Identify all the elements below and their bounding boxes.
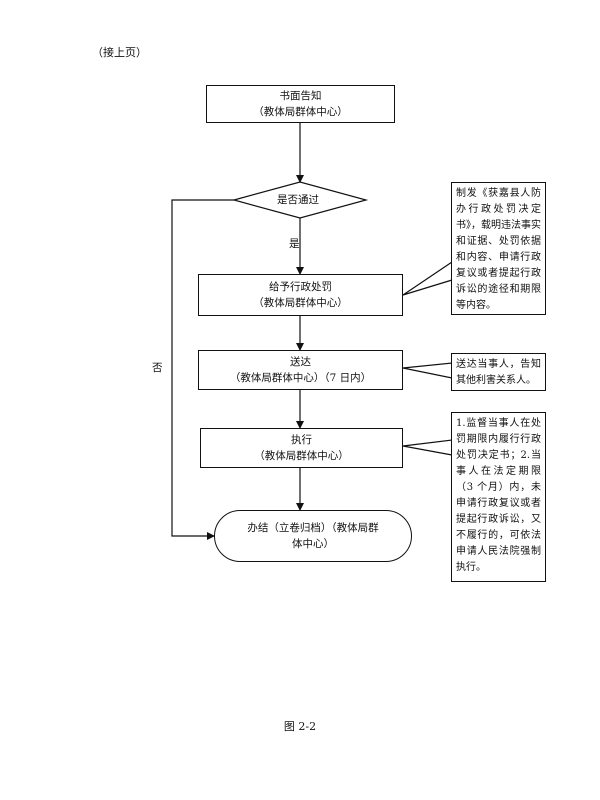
node-delivery: 送达 （教体局群体中心）（7 日内） — [198, 350, 403, 390]
node-execute-title: 执行 — [291, 433, 312, 446]
figure-caption: 图 2-2 — [283, 720, 317, 733]
decision-diamond — [231, 181, 369, 219]
node-delivery-title: 送达 — [290, 355, 311, 368]
note-penalty-decision: 制发《获嘉县人防办行政处罚决定书》，载明违法事实和证据、处罚依据和内容、申请行政… — [451, 182, 546, 315]
node-close-archive: 办结（立卷归档）（教体局群 体中心） — [214, 510, 412, 562]
note-delivery: 送达当事人，告知其他利害关系人。 — [451, 353, 546, 391]
edge-no-label: 否 — [152, 362, 163, 374]
callout-delivery-pointer — [402, 362, 453, 379]
node-administrative-penalty: 给予行政处罚 （教体局群体中心） — [198, 274, 403, 316]
continued-from-previous-page: （接上页） — [92, 46, 147, 59]
node-written-notice-sub: （教体局群体中心） — [253, 106, 348, 118]
node-administrative-penalty-title: 给予行政处罚 — [269, 280, 332, 293]
arrow-no-branch — [171, 199, 234, 540]
node-delivery-sub: （教体局群体中心）（7 日内） — [229, 372, 372, 384]
edge-yes-label: 是 — [289, 238, 300, 250]
node-execute-sub: （教体局群体中心） — [254, 450, 349, 462]
note-execution: 1.监督当事人在处罚期限内履行行政处罚决定书；2.当事人在法定期限（3 个月）内… — [451, 412, 546, 582]
node-close-archive-line2: 体中心） — [292, 538, 334, 550]
decision-label: 是否通过 — [277, 194, 319, 206]
node-written-notice-title: 书面告知 — [279, 89, 322, 102]
node-execute: 执行 （教体局群体中心） — [200, 428, 403, 468]
node-close-archive-line1: 办结（立卷归档）（教体局群 — [247, 521, 379, 534]
node-administrative-penalty-sub: （教体局群体中心） — [253, 297, 348, 309]
node-written-notice: 书面告知 （教体局群体中心） — [206, 85, 395, 123]
callout-penalty-pointer — [402, 260, 453, 296]
callout-execute-pointer — [402, 439, 453, 456]
